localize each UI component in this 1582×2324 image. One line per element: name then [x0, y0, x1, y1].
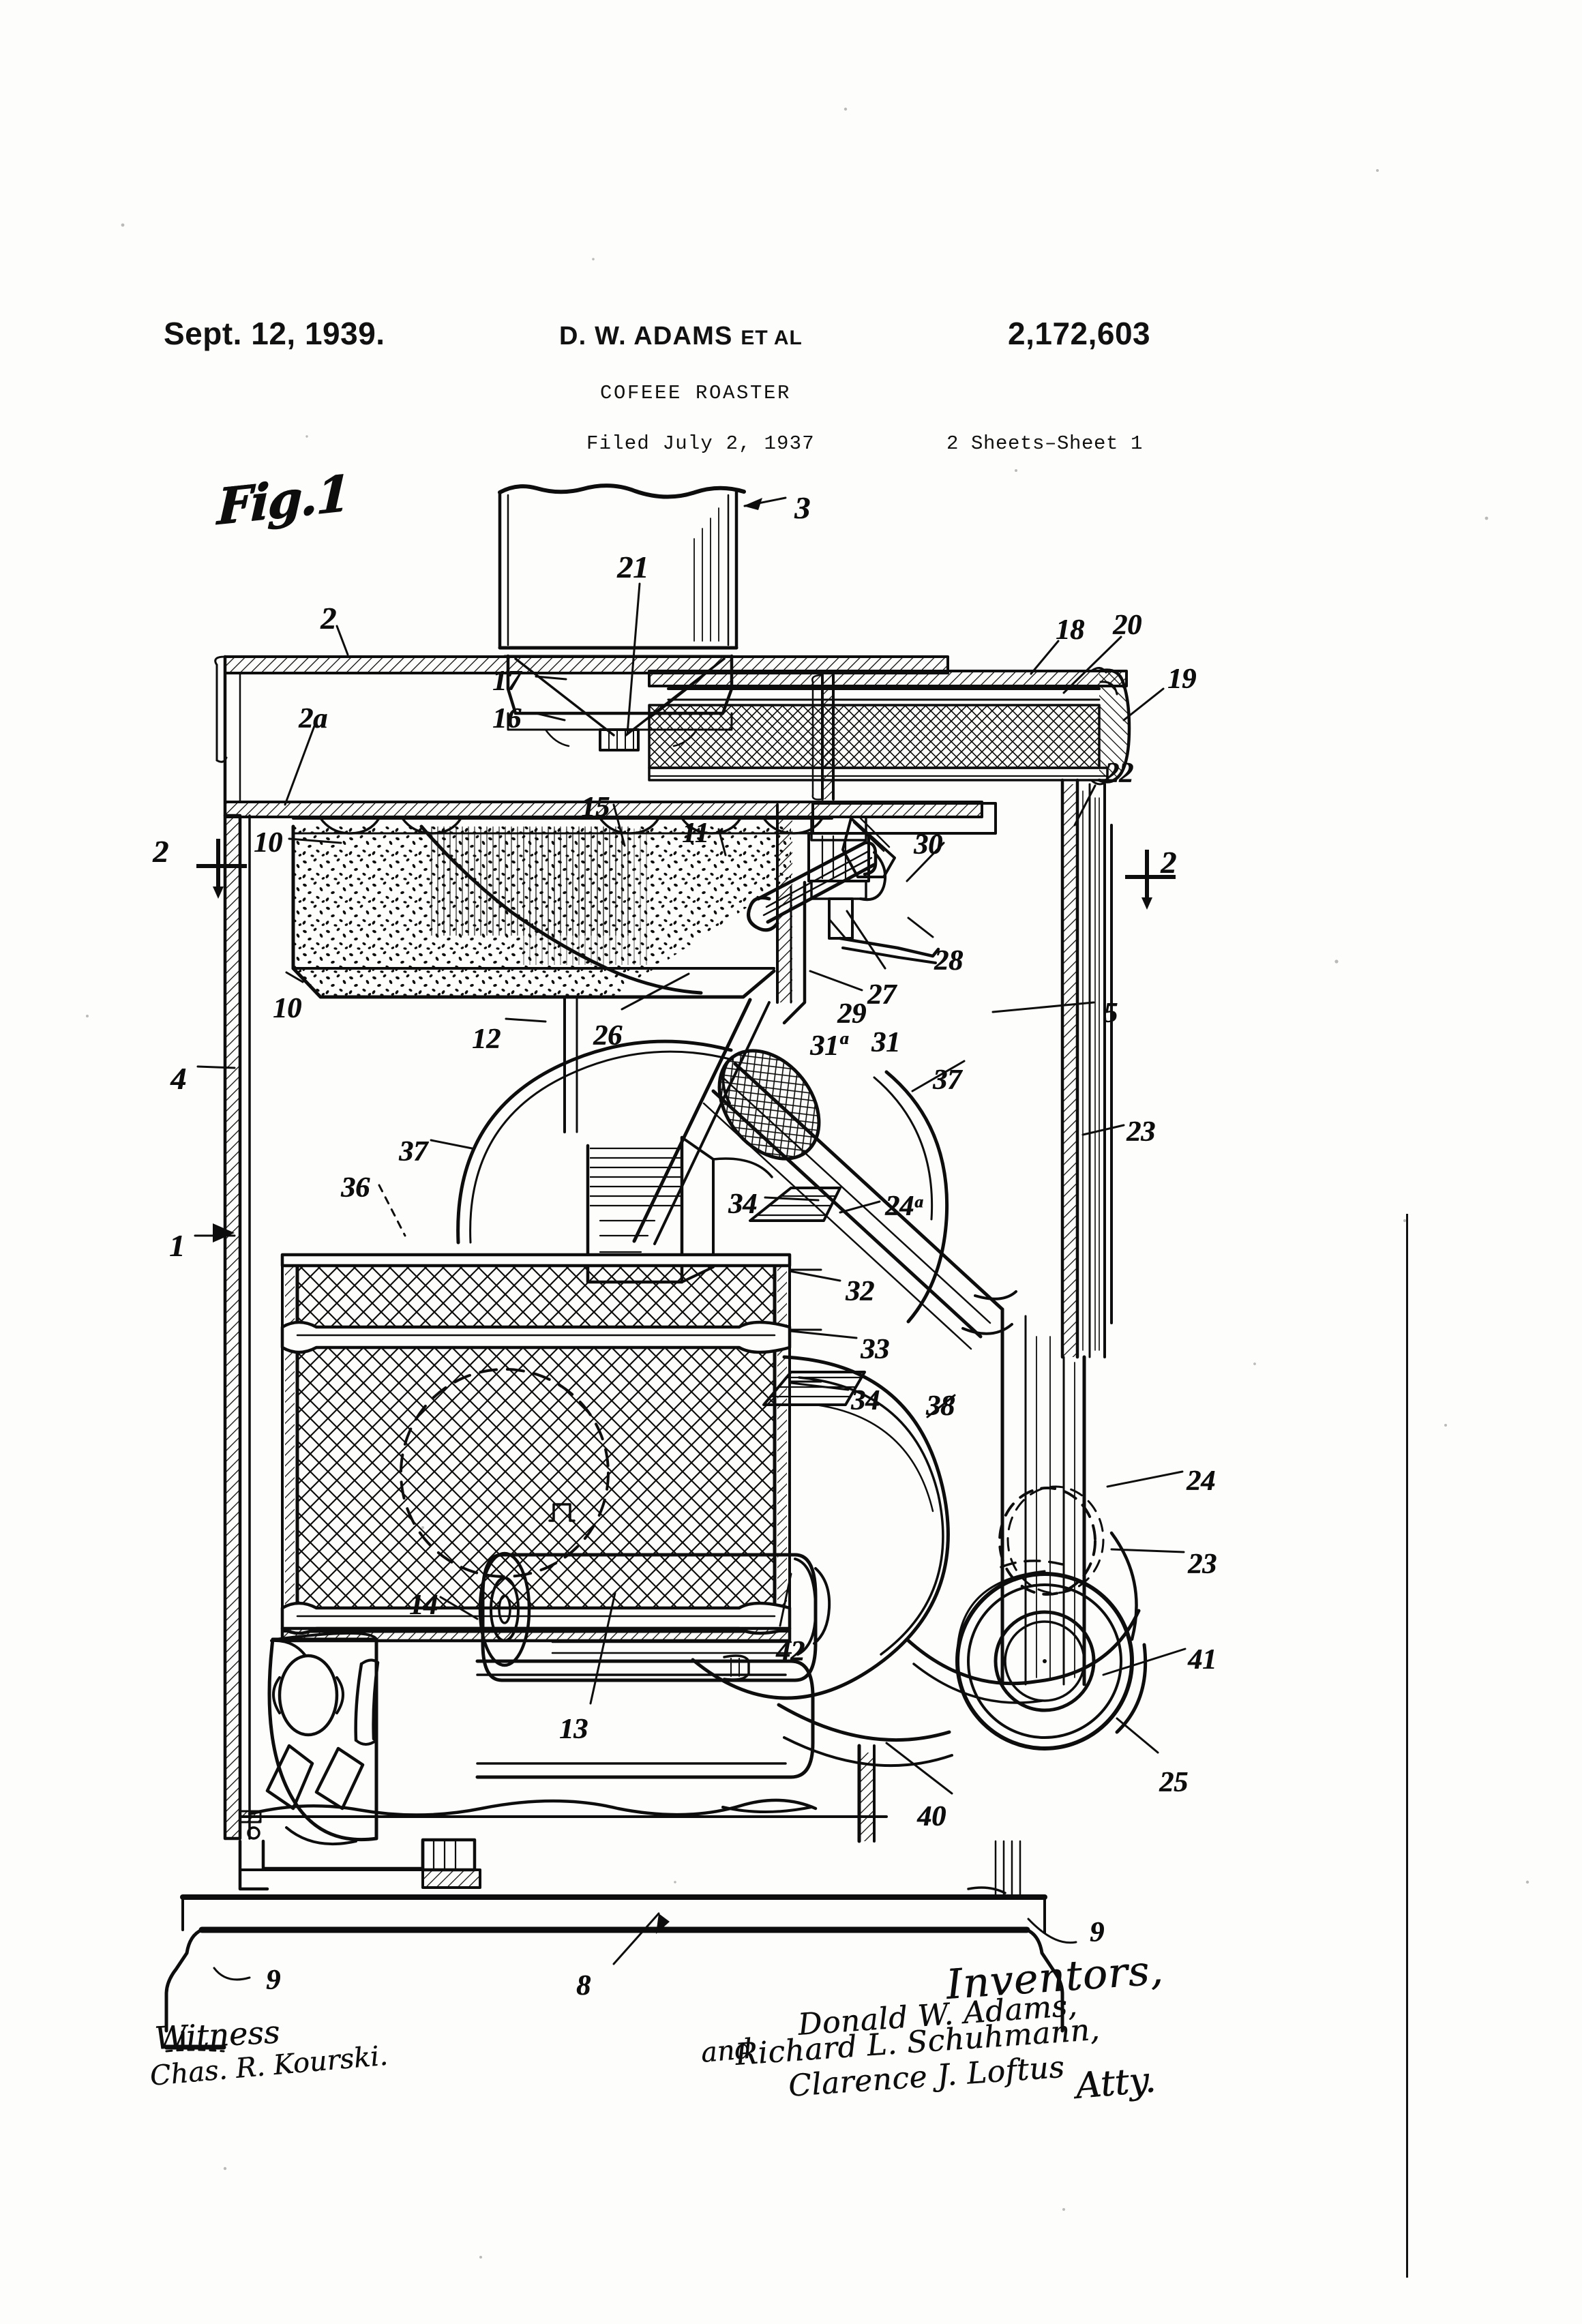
reference-numeral-2a: 2a: [299, 703, 327, 734]
reference-numeral-2: 2: [320, 601, 336, 636]
reference-numeral-37: 37: [933, 1064, 961, 1096]
reference-numeral-10: 10: [254, 827, 282, 859]
inventor-name-etal: ET AL: [741, 327, 803, 349]
reference-numeral-34: 34: [851, 1385, 880, 1416]
reference-numeral-15: 15: [581, 792, 610, 823]
reference-numeral-24: 24: [1186, 1465, 1215, 1497]
reference-numeral-12: 12: [472, 1024, 501, 1055]
reference-numeral-9: 9: [266, 1965, 280, 1996]
witness-label: Witness: [153, 2013, 281, 2057]
perforated-plate-15: [292, 817, 833, 835]
roasting-drum-37: [456, 1039, 949, 1324]
inventor-name-main: D. W. ADAMS: [559, 322, 733, 351]
reference-numeral-4: 4: [170, 1061, 186, 1096]
patent-filing-date: Filed July 2, 1937: [586, 432, 815, 455]
reference-numeral-14: 14: [409, 1590, 438, 1621]
reference-numeral-30: 30: [914, 829, 942, 861]
reference-numeral-41: 41: [1188, 1644, 1217, 1675]
reference-numeral-38: 38: [926, 1390, 955, 1422]
reference-numeral-29: 29: [837, 998, 866, 1030]
reference-numeral-1: 1: [169, 1228, 185, 1263]
reference-numeral-9: 9: [1090, 1917, 1104, 1948]
attorney-label: Atty.: [1073, 2059, 1157, 2107]
reference-numeral-24: 24ᵃ: [885, 1191, 923, 1222]
reference-numeral-10: 10: [273, 993, 301, 1024]
outlet-elbow-40: [721, 1703, 953, 1843]
filter-housing-19: [648, 667, 1131, 1359]
reference-numeral-36: 36: [341, 1172, 370, 1204]
support-bracket: [238, 1810, 269, 1891]
reference-numeral-22: 22: [1105, 758, 1133, 789]
reference-numeral-37: 37: [399, 1136, 428, 1167]
reference-numeral-23: 23: [1188, 1549, 1217, 1580]
upper-plenum-2: [214, 655, 983, 818]
mesh-screen-panel-36: [280, 1253, 792, 1643]
reference-numeral-42: 42: [776, 1636, 805, 1667]
section-marker-right-label: 2: [1161, 845, 1176, 880]
base-pedestal-8: [164, 1840, 1077, 2053]
bean-mass-10: [291, 824, 791, 999]
reference-numeral-32: 32: [846, 1276, 874, 1307]
mesh-elbow-31: [717, 1049, 821, 1161]
reference-numeral-33: 33: [861, 1334, 889, 1365]
motor-fan-14: [239, 1632, 481, 1889]
right-margin-rule: [1406, 1214, 1408, 2278]
reference-numeral-20: 20: [1113, 610, 1141, 641]
reference-numeral-23: 23: [1126, 1116, 1155, 1148]
patent-inventor-header: D. W. ADAMS ET AL: [559, 322, 803, 351]
valve-assembly-27: [776, 802, 997, 1025]
motor-13: [475, 1503, 831, 1779]
reference-numeral-25: 25: [1159, 1767, 1188, 1798]
reference-numeral-21: 21: [617, 550, 648, 584]
reference-numeral-13: 13: [559, 1714, 588, 1745]
section-marker-left: [196, 839, 247, 899]
reference-numeral-17: 17: [492, 666, 521, 697]
reference-numeral-31: 31ª: [810, 1030, 847, 1062]
patent-number: 2,172,603: [1008, 316, 1151, 351]
sheet-count: 2 Sheets–Sheet 1: [946, 432, 1144, 455]
reference-numeral-26: 26: [593, 1020, 622, 1052]
reference-numeral-11: 11: [682, 818, 709, 849]
reference-numeral-28: 28: [934, 945, 963, 977]
leader-lines: [194, 496, 1186, 1965]
patent-title: COFEEE ROASTER: [600, 382, 792, 404]
reference-numeral-27: 27: [867, 979, 896, 1011]
reference-numeral-16: 16: [492, 703, 521, 734]
patent-issue-date: Sept. 12, 1939.: [164, 316, 385, 351]
reference-numeral-31: 31: [871, 1027, 900, 1058]
reference-numeral-5: 5: [1103, 998, 1118, 1029]
reference-numeral-18: 18: [1056, 614, 1084, 646]
section-marker-right: [1125, 850, 1176, 910]
cabinet-shell-1: [223, 814, 1113, 1841]
reference-numeral-19: 19: [1167, 664, 1196, 695]
reference-numeral-3: 3: [794, 490, 810, 525]
reference-numeral-8: 8: [576, 1970, 591, 2001]
blower-wheel-41: [955, 1531, 1148, 1751]
duct-flanges-32-33-34: [712, 1157, 866, 1406]
section-marker-left-label: 2: [153, 834, 168, 869]
reference-numeral-40: 40: [917, 1801, 946, 1832]
reference-numeral-34: 34: [728, 1189, 757, 1220]
